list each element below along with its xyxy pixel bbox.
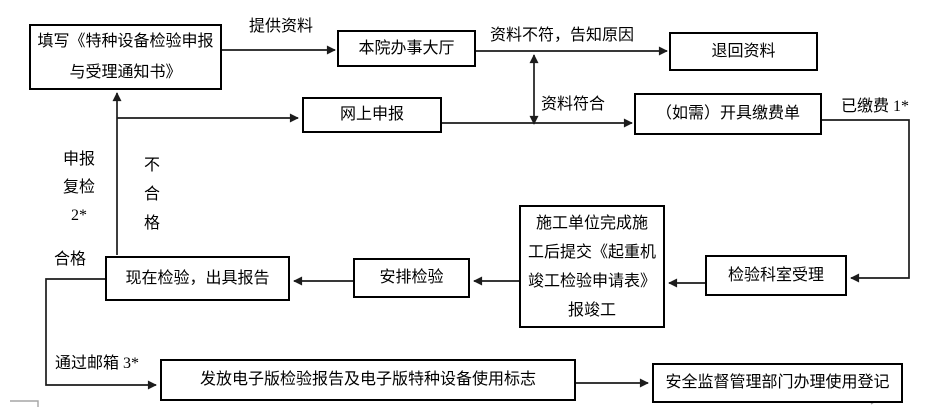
node-arrange: 安排检验 (353, 258, 470, 298)
label-docs-mismatch: 资料不符，告知原因 (490, 27, 635, 44)
node-return-docs: 退回资料 (669, 32, 818, 71)
label-provide-docs: 提供资料 (248, 18, 313, 35)
node-payment: （如需）开具缴费单 (634, 93, 822, 135)
label-via-email: 通过邮箱 3* (55, 355, 140, 372)
node-issue: 发放电子版检验报告及电子版特种设备使用标志 (160, 359, 576, 401)
label-docs-match: 资料符合 (541, 96, 606, 113)
node-acceptance: 检验科室受理 (705, 255, 847, 296)
label-qualified: 合格 (54, 251, 87, 268)
node-fill-form: 填写《特种设备检验申报 与受理通知书》 (29, 24, 222, 90)
label-paid: 已缴费 1* (841, 98, 910, 115)
label-reapply-recheck: 申报 复检 2* (62, 151, 95, 224)
label-unqualified: 不 合 格 (143, 157, 160, 232)
node-construction: 施工单位完成施 工后提交《起重机 竣工检验申请表》 报竣工 (519, 205, 665, 328)
node-online-apply: 网上申报 (302, 97, 442, 133)
node-service-hall: 本院办事大厅 (337, 30, 476, 67)
connector-payment-to-acceptance (822, 119, 910, 283)
page-corner-artifact-left (10, 400, 39, 407)
connector-report-to-issue (45, 278, 157, 390)
node-register: 安全监督管理部门办理使用登记 (652, 363, 903, 403)
node-report: 现在检验，出具报告 (105, 256, 290, 301)
